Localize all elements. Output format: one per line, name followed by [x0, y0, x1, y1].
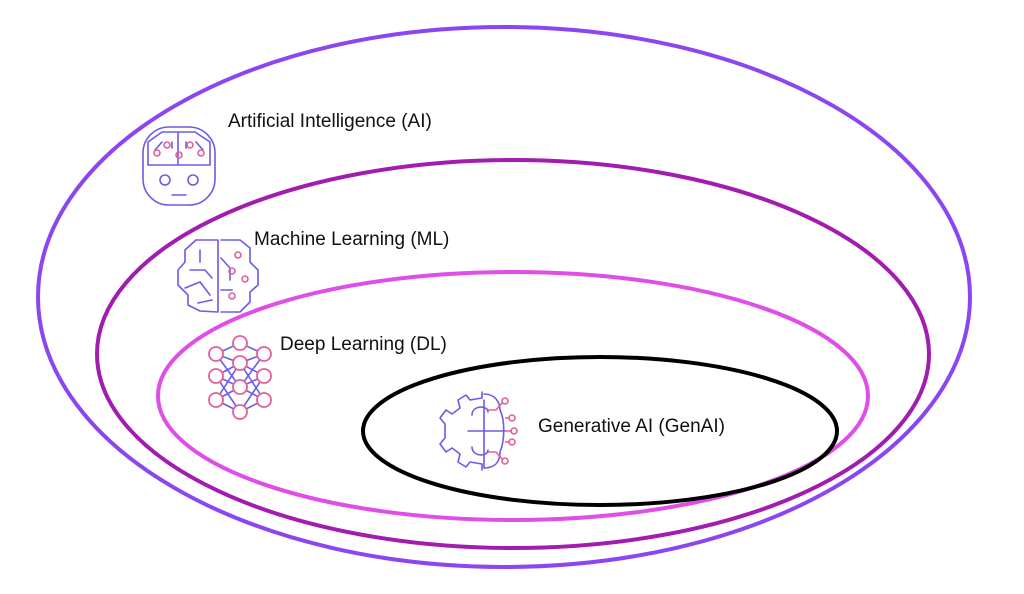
ml-label: Machine Learning (ML): [254, 229, 449, 250]
ai-ellipse: [36, 25, 972, 569]
brain-circuit-icon: [177, 239, 259, 313]
neural-network-icon: [208, 335, 272, 420]
ml-ellipse: [95, 158, 931, 550]
genai-ellipse: [361, 355, 839, 507]
dl-ellipse: [156, 270, 870, 522]
gear-brain-icon: [439, 391, 518, 471]
robot-head-icon: [142, 126, 216, 206]
dl-label: Deep Learning (DL): [280, 334, 447, 355]
ai-label: Artificial Intelligence (AI): [228, 111, 432, 132]
genai-label: Generative AI (GenAI): [538, 416, 725, 437]
